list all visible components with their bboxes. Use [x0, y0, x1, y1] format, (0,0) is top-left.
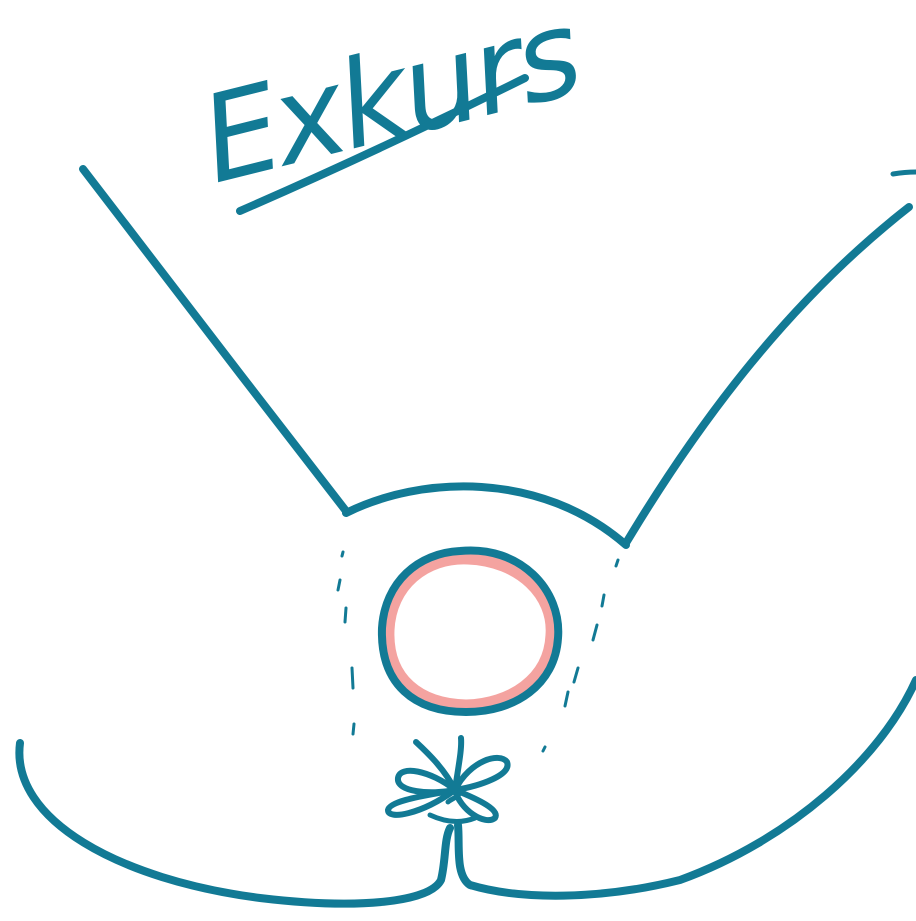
dash-right-3	[593, 625, 597, 640]
dash-right-6	[543, 747, 545, 751]
dash-right-1	[616, 560, 618, 566]
star-loop-2	[455, 758, 508, 790]
left-thigh-line	[83, 169, 346, 511]
dash-left-5	[353, 724, 354, 734]
dash-right-4	[574, 668, 578, 682]
star-loop-3	[388, 790, 455, 815]
anus-star	[388, 738, 508, 822]
star-ray-3	[430, 815, 475, 822]
left-buttock-curve	[19, 743, 450, 904]
dash-left-3	[345, 608, 346, 622]
star-ray-1	[416, 742, 455, 790]
dash-right-2	[602, 595, 604, 606]
title-text: Exkurs	[188, 0, 592, 211]
dash-right-5	[565, 692, 568, 706]
right-buttock-curve	[458, 680, 916, 896]
edge-tick	[893, 172, 916, 174]
stoma-ring	[382, 550, 558, 712]
dash-left-2	[338, 580, 340, 590]
dash-left-1	[342, 552, 343, 556]
right-thigh-line	[626, 207, 909, 543]
dash-left-4	[352, 668, 353, 688]
perineum-arch	[346, 486, 626, 545]
stoma-mucosa	[388, 558, 552, 706]
